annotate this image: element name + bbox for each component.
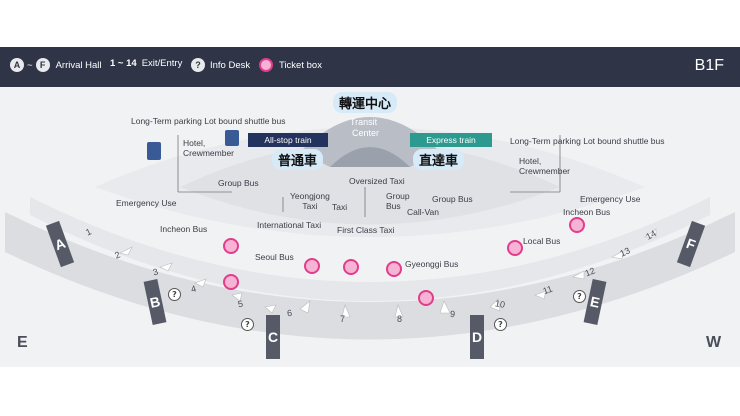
legend-bar: A ~ F Arrival Hall 1 ~ 14 Exit/Entry ? I… xyxy=(0,47,740,87)
transit-center-cjk: 轉運中心 xyxy=(333,92,398,113)
curb-strip xyxy=(30,197,710,301)
exit-6[interactable]: 6 xyxy=(286,307,293,319)
label-gyeonggi-bus: Gyeonggi Bus xyxy=(405,259,459,269)
label-incheon-bus-right: Incheon Bus xyxy=(563,207,611,217)
gate-d[interactable]: D xyxy=(470,315,484,359)
label-longterm-right: Long-Term parking Lot bound shuttle bus xyxy=(510,136,665,146)
allstop-train-bar: All-stop train xyxy=(248,133,328,147)
ticket-box-icon[interactable] xyxy=(223,274,239,290)
legend-arrival-label: Arrival Hall xyxy=(55,59,102,71)
allstop-cjk: 普通車 xyxy=(272,149,324,170)
info-desk-icon[interactable]: ? xyxy=(494,318,507,331)
ticket-box-icon[interactable] xyxy=(569,217,585,233)
label-group-bus-left: Group Bus xyxy=(218,178,259,188)
label-emergency-left: Emergency Use xyxy=(116,198,177,208)
label-emergency-right: Emergency Use xyxy=(580,194,641,204)
transit-center-line2: Center xyxy=(352,128,380,138)
label-international-taxi: International Taxi xyxy=(257,220,322,230)
ticket-box-icon[interactable] xyxy=(343,259,359,275)
label-group-bus-right: Group Bus xyxy=(432,194,473,204)
floor-map: 轉運中心 Transit Center All-stop train Expre… xyxy=(0,87,740,367)
ticket-box-icon[interactable] xyxy=(304,258,320,274)
exit-8[interactable]: 8 xyxy=(397,314,403,324)
transit-center-roof xyxy=(300,117,440,167)
legend-tilde: ~ xyxy=(27,59,33,71)
label-seoul-bus: Seoul Bus xyxy=(255,252,294,262)
label-longterm-left: Long-Term parking Lot bound shuttle bus xyxy=(131,116,286,126)
label-group-bus-center: Group Bus xyxy=(386,191,410,211)
express-train-bar: Express train xyxy=(410,133,492,147)
label-oversized-taxi: Oversized Taxi xyxy=(349,176,405,186)
leader-lines xyxy=(177,135,561,217)
map-shapes xyxy=(5,117,735,340)
legend-arrival-hall: A ~ F Arrival Hall xyxy=(10,58,102,72)
taxi-icon xyxy=(225,130,239,146)
info-desk-icon[interactable]: ? xyxy=(573,290,586,303)
legend-info-desk: ? Info Desk xyxy=(191,58,250,72)
legend-exit-label: Exit/Entry xyxy=(141,58,183,69)
label-hotel-right: Hotel, Crewmember xyxy=(519,156,571,176)
label-local-bus: Local Bus xyxy=(523,236,561,246)
label-taxi: Taxi xyxy=(332,202,348,212)
ticket-box-icon[interactable] xyxy=(507,240,523,256)
direction-west: W xyxy=(706,334,722,351)
gate-c[interactable]: C xyxy=(266,315,280,359)
legend-ticket-box: Ticket box xyxy=(259,58,322,72)
shuttle-bus-icon xyxy=(147,142,161,160)
transit-center-body xyxy=(330,147,410,167)
arrival-f-icon: F xyxy=(35,58,50,72)
ticket-box-icon[interactable] xyxy=(223,238,239,254)
exit-arrows xyxy=(119,228,657,318)
transit-center-line1: Transit xyxy=(350,117,378,127)
label-call-van: Call-Van xyxy=(407,207,439,217)
direction-east: E xyxy=(17,334,28,351)
exit-9[interactable]: 9 xyxy=(449,308,456,320)
label-first-class-taxi: First Class Taxi xyxy=(337,225,395,235)
exit-7[interactable]: 7 xyxy=(340,314,346,324)
ticket-box-icon[interactable] xyxy=(386,261,402,277)
info-desk-icon[interactable]: ? xyxy=(241,318,254,331)
info-desk-icon[interactable]: ? xyxy=(168,288,181,301)
arrival-a-icon: A xyxy=(10,58,24,72)
legend-info-label: Info Desk xyxy=(210,59,251,71)
exit-10[interactable]: 10 xyxy=(494,298,506,310)
legend-ticket-label: Ticket box xyxy=(279,59,322,71)
legend-exit: 1 ~ 14 Exit/Entry xyxy=(110,58,182,69)
floor-label: B1F xyxy=(694,57,724,74)
ticket-box-icon[interactable] xyxy=(418,290,434,306)
allstop-train-label: All-stop train xyxy=(264,135,312,145)
info-desk-icon: ? xyxy=(191,58,205,72)
outer-concourse xyxy=(5,212,735,340)
label-hotel-left: Hotel, Crewmember xyxy=(183,138,235,158)
ticket-box-icon xyxy=(259,58,273,72)
label-incheon-bus-left: Incheon Bus xyxy=(160,224,208,234)
label-yeongjong-taxi: Yeongjong Taxi xyxy=(290,191,330,211)
express-train-label: Express train xyxy=(426,135,476,145)
legend-exit-range: 1 ~ 14 xyxy=(110,58,137,69)
express-cjk: 直達車 xyxy=(413,149,465,170)
